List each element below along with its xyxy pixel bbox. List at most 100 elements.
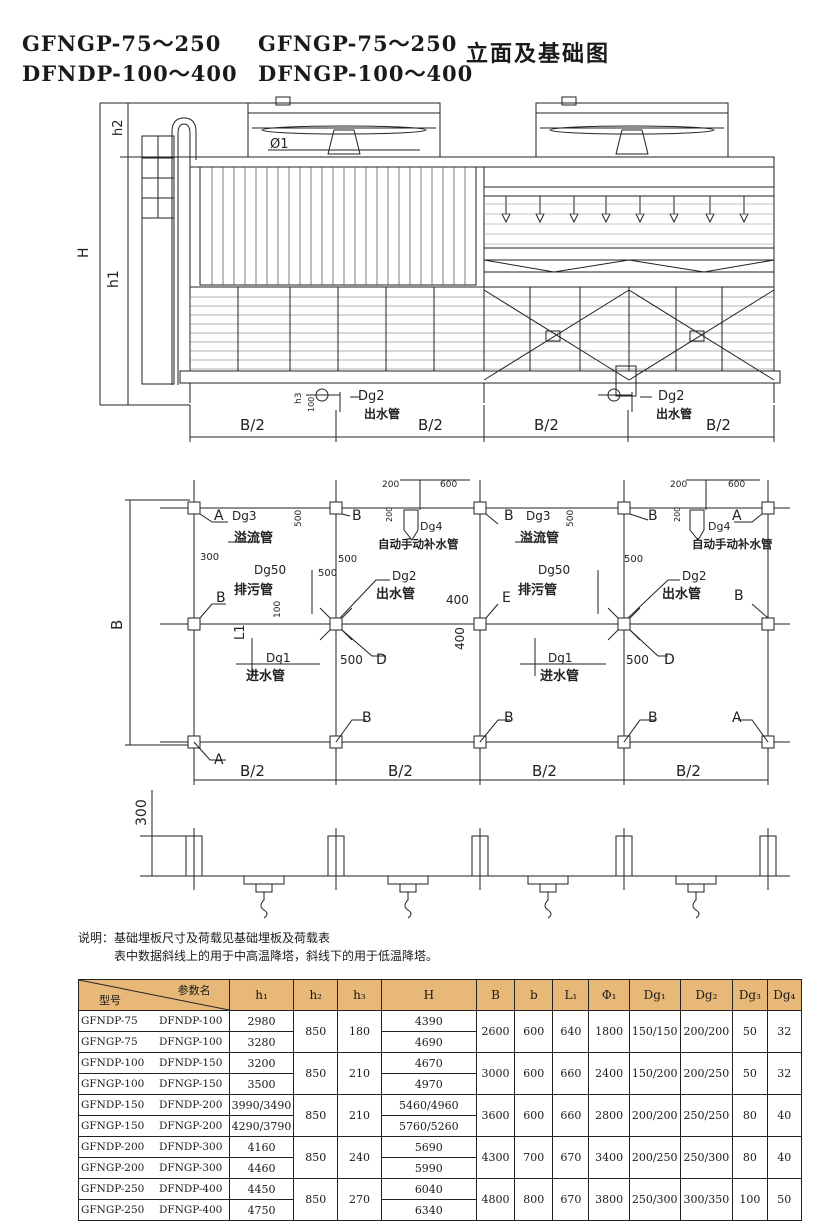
table-cell: 600 bbox=[514, 1052, 554, 1095]
left-inlet-label: 进水管 bbox=[246, 668, 285, 684]
th-b: b bbox=[514, 979, 554, 1011]
pt-E-right: E bbox=[502, 590, 511, 606]
pt-B-top-right-1: B bbox=[504, 508, 514, 524]
title-model-2b: DFNGP-100～400 bbox=[258, 61, 474, 86]
plan-dim-B: B bbox=[108, 620, 126, 630]
engineering-drawing: h2 H h1 Ø1 bbox=[76, 96, 790, 919]
foundation-dim-300: 300 bbox=[134, 799, 150, 826]
dim-h1-label: h1 bbox=[106, 270, 122, 288]
fan-housing-left: Ø1 bbox=[247, 96, 441, 158]
table-cell: 660 bbox=[552, 1094, 590, 1137]
spec-table: 参数名 型号 h₁ h₂ h₃ H B b L₁ Φ₁ Dg₁ Dg₂ Dg₃ … bbox=[78, 979, 803, 1221]
table-cell: 3200 bbox=[228, 1052, 295, 1074]
table-cell: 100 bbox=[732, 1178, 768, 1221]
left-dg50: Dg50 bbox=[254, 563, 286, 577]
right-drain-label: 排污管 bbox=[518, 582, 557, 598]
right-makeup-label: 自动手动补水管 bbox=[692, 537, 773, 551]
table-cell: 3280 bbox=[228, 1031, 295, 1053]
foundation-plan: B bbox=[108, 479, 790, 785]
table-cell: 2400 bbox=[588, 1052, 630, 1095]
pt-A-bot-left: A bbox=[214, 752, 224, 768]
table-cell: 4460 bbox=[228, 1157, 295, 1179]
table-cell: 3990/3490 bbox=[228, 1094, 295, 1116]
left-dg2: Dg2 bbox=[392, 569, 417, 583]
dim-phi1-label: Ø1 bbox=[270, 137, 289, 152]
th-B: B bbox=[475, 979, 516, 1011]
outlet-left-label: 出水管 bbox=[364, 406, 400, 421]
pt-B-mid-left: B bbox=[216, 590, 226, 606]
right-d500a: 500 bbox=[566, 510, 576, 527]
table-cell: 80 bbox=[732, 1136, 768, 1179]
right-d200b: 200 bbox=[673, 507, 682, 522]
left-dg3: Dg3 bbox=[232, 509, 257, 523]
table-cell: 4690 bbox=[380, 1031, 477, 1053]
table-cell: 850 bbox=[293, 1010, 339, 1053]
table-cell: 850 bbox=[293, 1178, 339, 1221]
foundation-section: 300 bbox=[134, 790, 790, 919]
table-cell: 3600 bbox=[475, 1094, 516, 1137]
table-cell: 2800 bbox=[588, 1094, 630, 1137]
table-cell: 850 bbox=[293, 1052, 339, 1095]
left-L1: L1 bbox=[233, 624, 248, 640]
left-d500d: 500 bbox=[340, 653, 363, 667]
left-d300: 300 bbox=[200, 552, 219, 563]
left-dg4: Dg4 bbox=[420, 520, 442, 533]
left-d500a: 500 bbox=[294, 510, 304, 527]
left-d200: 200 bbox=[382, 480, 399, 490]
left-d100: 100 bbox=[273, 601, 283, 618]
table-cell: 40 bbox=[766, 1136, 803, 1179]
cutaway-panel bbox=[483, 166, 775, 288]
elevation-view: h2 H h1 Ø1 bbox=[76, 96, 781, 442]
elev-dim-b2-1: B/2 bbox=[240, 416, 265, 434]
table-cell: 150/200 bbox=[628, 1052, 681, 1095]
table-cell: 4160 bbox=[228, 1136, 295, 1158]
table-cell: 50 bbox=[732, 1052, 768, 1095]
th-h2: h₂ bbox=[293, 979, 339, 1011]
pt-A-top-right: A bbox=[732, 508, 742, 524]
corner-param-label: 参数名 bbox=[177, 984, 211, 997]
pt-B-mid-right: B bbox=[734, 588, 744, 604]
table-cell: 270 bbox=[337, 1178, 382, 1221]
table-cell: 660 bbox=[552, 1052, 590, 1095]
left-outlet-label: 出水管 bbox=[376, 586, 415, 602]
outlet-right-dg2: Dg2 bbox=[658, 389, 685, 404]
dim-h3-label: h3 bbox=[294, 393, 304, 404]
right-dg3: Dg3 bbox=[526, 509, 551, 523]
th-dg3: Dg₃ bbox=[732, 979, 768, 1011]
table-cell: 3000 bbox=[475, 1052, 516, 1095]
table-cell: 200/250 bbox=[628, 1136, 681, 1179]
pt-B-bot-right-1: B bbox=[504, 710, 514, 726]
lower-louvers bbox=[189, 286, 775, 372]
table-cell: 700 bbox=[514, 1136, 554, 1179]
th-H: H bbox=[380, 979, 477, 1011]
plan-dim-b2-1: B/2 bbox=[240, 762, 265, 780]
table-cell: 200/200 bbox=[628, 1094, 681, 1137]
right-dg4: Dg4 bbox=[708, 520, 730, 533]
table-cell: 6040 bbox=[380, 1178, 477, 1200]
title-model-1a: GFNGP-75～250 bbox=[22, 31, 222, 56]
table-cell: 3500 bbox=[228, 1073, 295, 1095]
right-dg50: Dg50 bbox=[538, 563, 570, 577]
th-dg2: Dg₂ bbox=[679, 979, 734, 1011]
table-cell: 850 bbox=[293, 1136, 339, 1179]
right-d400b: 400 bbox=[453, 627, 467, 650]
pt-D-right: D bbox=[664, 652, 675, 668]
table-cell: 4450 bbox=[228, 1178, 295, 1200]
right-d600: 600 bbox=[728, 480, 745, 490]
table-cell: 4970 bbox=[380, 1073, 477, 1095]
pt-B-bot-right-2: B bbox=[648, 710, 658, 726]
table-cell: 640 bbox=[552, 1010, 590, 1053]
note-line-1: 说明：基础埋板尺寸及荷载见基础埋板及荷载表 bbox=[78, 931, 331, 945]
right-d400a: 400 bbox=[446, 593, 469, 607]
pt-B-top-right-2: B bbox=[648, 508, 658, 524]
plan-dim-b2-3: B/2 bbox=[532, 762, 557, 780]
table-cell: 3800 bbox=[588, 1178, 630, 1221]
table-cell: 4800 bbox=[475, 1178, 516, 1221]
